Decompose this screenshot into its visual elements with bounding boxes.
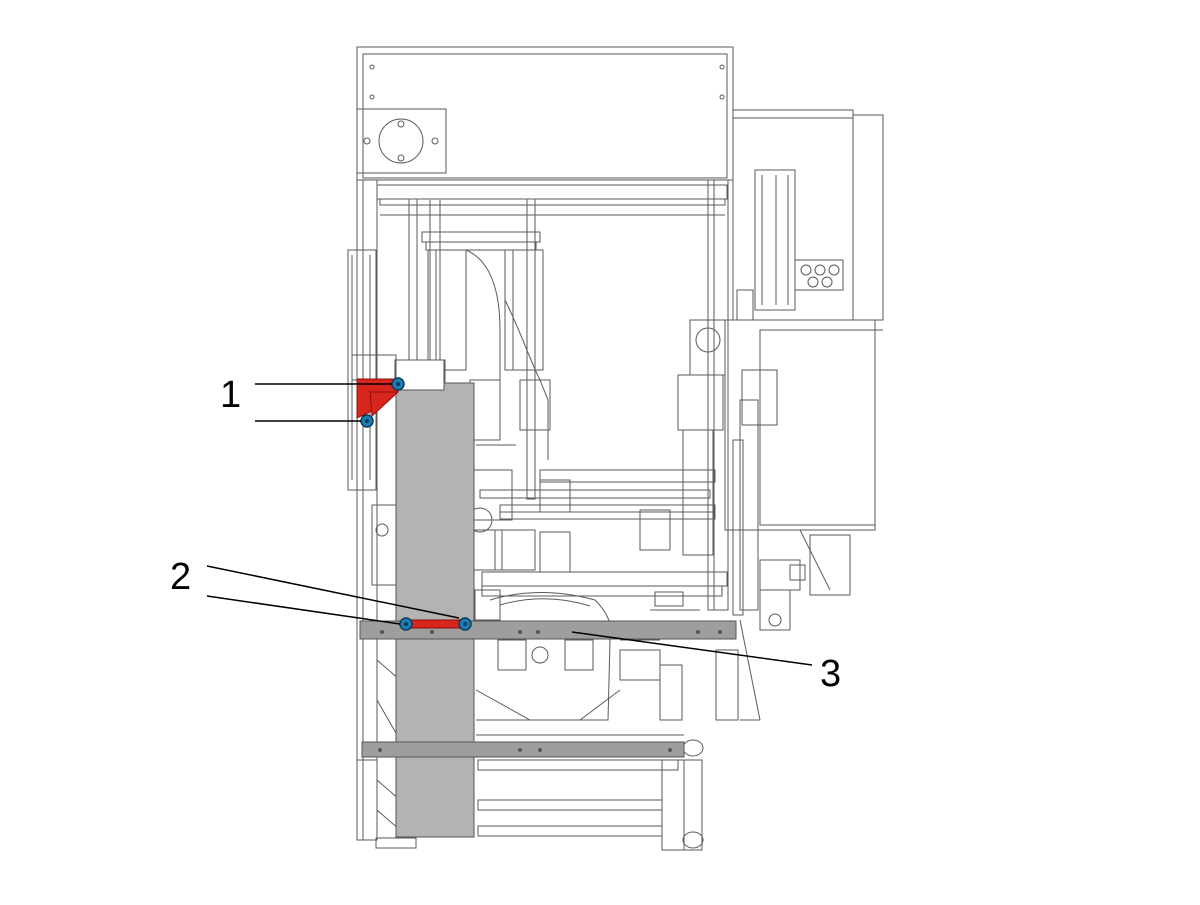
leader-3: [571, 631, 813, 666]
vertical-column: [395, 382, 475, 838]
callout-label-3: 3: [820, 653, 842, 695]
top-housing: [356, 46, 734, 181]
leader-2b: [206, 595, 401, 625]
highlight-bracket-arm: [369, 391, 400, 418]
main-frame: [356, 179, 729, 841]
left-side-channel: [347, 249, 446, 491]
column-top-block: [395, 359, 445, 391]
leader-2a: [206, 565, 460, 619]
rail-lower: [361, 741, 685, 758]
vertical-guides: [427, 249, 551, 460]
transfer-table: [479, 469, 728, 611]
right-cabinet: [677, 109, 884, 616]
callout-label-2: 2: [170, 556, 192, 598]
rotary-base: [475, 592, 684, 736]
callout-label-1: 1: [220, 374, 242, 416]
lower-frame: [356, 659, 704, 851]
valve-cluster: [715, 529, 851, 721]
